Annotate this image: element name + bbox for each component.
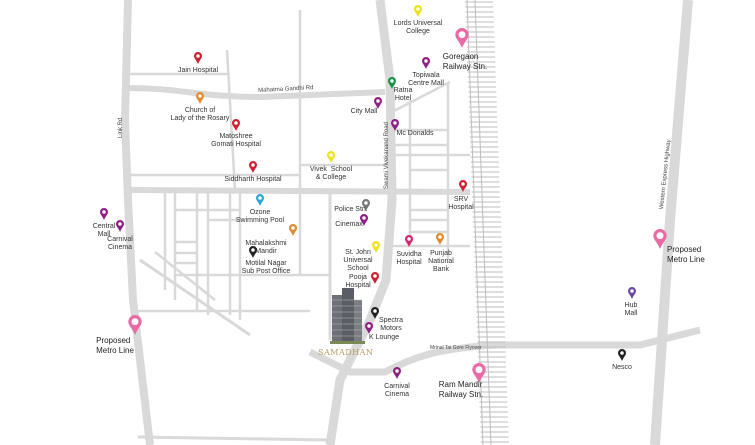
nesco-label: Nesco bbox=[612, 364, 632, 371]
map-marker-icon bbox=[388, 77, 396, 89]
map-marker-icon bbox=[249, 246, 257, 258]
motilal-nagar-sub-post-office-label: Motilal Nagar Sub Post Office bbox=[241, 260, 291, 275]
proposed-metro-line-west-label: Proposed Metro Line bbox=[96, 336, 134, 355]
central-mall-label: Central Mall bbox=[92, 223, 116, 238]
map-marker-icon bbox=[618, 349, 626, 361]
map-marker-icon bbox=[371, 272, 379, 284]
cinemax-pin-icon[interactable] bbox=[360, 213, 368, 231]
map-marker-icon bbox=[196, 92, 204, 104]
map-marker-icon bbox=[100, 208, 108, 220]
map-marker-icon bbox=[653, 229, 667, 249]
lords-universal-college-pin-icon[interactable] bbox=[414, 4, 422, 22]
police-stn-pin-icon[interactable] bbox=[362, 198, 370, 216]
carnival-cinema-east-label: Carnival Cinema bbox=[384, 383, 410, 398]
goregaon-railway-stn-label: Goregaon Railway Stn. bbox=[442, 52, 488, 71]
city-mall-pin-icon[interactable] bbox=[374, 96, 382, 114]
map-marker-icon bbox=[374, 97, 382, 109]
ozone-swimming-pool-label: Ozone Swimming Pool bbox=[235, 209, 285, 224]
map-marker-icon bbox=[414, 5, 422, 17]
map-marker-icon bbox=[472, 363, 486, 383]
ozone-swimming-pool-pin-icon[interactable] bbox=[256, 193, 264, 211]
map-marker-icon bbox=[362, 199, 370, 211]
nesco-pin-icon[interactable] bbox=[618, 348, 626, 366]
map-marker-icon bbox=[256, 194, 264, 206]
spectra-motors-label: Spectra Motors bbox=[378, 317, 404, 332]
siddharth-hospital-label: Siddharth Hospital bbox=[224, 176, 282, 183]
map-marker-icon bbox=[459, 180, 467, 192]
matoshree-gomati-hospital-label: Matoshree Gomati Hospital bbox=[211, 133, 261, 148]
road-label-mrinal-tai-gore-flyover: Mrinal Tai Gore Flyover bbox=[430, 345, 482, 351]
central-mall-pin-icon[interactable] bbox=[100, 207, 108, 225]
map-marker-icon bbox=[405, 235, 413, 247]
jain-hospital-label: Jain Hospital bbox=[177, 67, 219, 74]
carnival-cinema-east-pin-icon[interactable] bbox=[393, 366, 401, 384]
church-of-lady-of-the-rosary-pin-icon[interactable] bbox=[196, 91, 204, 109]
ratna-hotel-label: Ratna Hotel bbox=[393, 87, 413, 102]
map-marker-icon bbox=[436, 233, 444, 245]
topiwala-centre-mall-pin-icon[interactable] bbox=[422, 56, 430, 74]
map-marker-icon bbox=[393, 367, 401, 379]
st-john-universal-school-pin-icon[interactable] bbox=[372, 240, 380, 258]
map-marker-icon bbox=[455, 28, 469, 48]
railway-track bbox=[465, 0, 509, 445]
ratna-hotel-pin-icon[interactable] bbox=[388, 76, 396, 94]
hub-mall-pin-icon[interactable] bbox=[628, 286, 636, 304]
suvidha-hospital-label: Suvidha Hospital bbox=[396, 251, 422, 266]
punjab-national-bank-label: Punjab National Bank bbox=[428, 250, 454, 273]
proposed-metro-line-west-pin-icon[interactable] bbox=[128, 315, 142, 340]
carnival-cinema-west-pin-icon[interactable] bbox=[116, 219, 124, 237]
ram-mandir-railway-stn-pin-icon[interactable] bbox=[472, 363, 486, 388]
spectra-motors-pin-icon[interactable] bbox=[371, 306, 379, 324]
srv-hospital-label: SRV Hospital bbox=[448, 196, 474, 211]
map-marker-icon bbox=[194, 52, 202, 64]
srv-hospital-pin-icon[interactable] bbox=[459, 179, 467, 197]
city-mall-label: City Mall bbox=[350, 108, 378, 115]
motilal-nagar-sub-post-office-pin-icon[interactable] bbox=[249, 245, 257, 263]
project-name-samadhan: SAMADHAN bbox=[318, 348, 374, 357]
police-stn-label: Police Stn. bbox=[334, 206, 368, 213]
samadhan-building bbox=[330, 288, 365, 344]
map-marker-icon bbox=[116, 220, 124, 232]
hub-mall-label: Hub Mall bbox=[624, 302, 638, 317]
suvidha-hospital-pin-icon[interactable] bbox=[405, 234, 413, 252]
cinemax-label: Cinemax bbox=[335, 221, 363, 228]
pooja-hospital-label: Pooja Hospital bbox=[345, 274, 371, 289]
jain-hospital-pin-icon[interactable] bbox=[194, 51, 202, 69]
map-marker-icon bbox=[232, 119, 240, 131]
lords-universal-college-label: Lords Universal College bbox=[393, 20, 443, 35]
st-john-universal-school-label: St. John Universal School bbox=[343, 249, 373, 272]
map-marker-icon bbox=[360, 214, 368, 226]
map-marker-icon bbox=[289, 224, 297, 236]
map-marker-icon bbox=[391, 119, 399, 131]
vivek-school-college-pin-icon[interactable] bbox=[327, 150, 335, 168]
pooja-hospital-pin-icon[interactable] bbox=[371, 271, 379, 289]
matoshree-gomati-hospital-pin-icon[interactable] bbox=[232, 118, 240, 136]
carnival-cinema-west-label: Carnival Cinema bbox=[107, 236, 133, 251]
mahalakshmi-mandir-pin-icon[interactable] bbox=[289, 223, 297, 241]
map-marker-icon bbox=[365, 322, 373, 334]
ram-mandir-railway-stn-label: Ram Mandir Railway Stn. bbox=[438, 380, 484, 399]
goregaon-railway-stn-pin-icon[interactable] bbox=[455, 28, 469, 53]
map-marker-icon bbox=[249, 161, 257, 173]
mc-donalds-label: Mc Donalds bbox=[396, 130, 434, 137]
topiwala-centre-mall-label: Topiwala Centre Mall bbox=[408, 72, 444, 87]
mc-donalds-pin-icon[interactable] bbox=[391, 118, 399, 136]
map-marker-icon bbox=[372, 241, 380, 253]
map-marker-icon bbox=[422, 57, 430, 69]
k-lounge-pin-icon[interactable] bbox=[365, 321, 373, 339]
punjab-national-bank-pin-icon[interactable] bbox=[436, 232, 444, 250]
proposed-metro-line-east-pin-icon[interactable] bbox=[653, 229, 667, 254]
mahalakshmi-mandir-label: Mahalakshmi Mandir bbox=[245, 240, 287, 255]
map-marker-icon bbox=[327, 151, 335, 163]
vivek-school-college-label: Vivek School & College bbox=[309, 166, 353, 181]
map-marker-icon bbox=[371, 307, 379, 319]
map-marker-icon bbox=[128, 315, 142, 335]
k-lounge-label: K Lounge bbox=[369, 334, 399, 341]
road-label-link-rd: Link Rd bbox=[118, 117, 124, 138]
church-of-lady-of-the-rosary-label: Church of Lady of the Rosary bbox=[170, 107, 230, 122]
road-label-swami-vivekanand-road: Swami Vivekanand Road bbox=[384, 122, 390, 189]
proposed-metro-line-east-label: Proposed Metro Line bbox=[667, 245, 705, 264]
siddharth-hospital-pin-icon[interactable] bbox=[249, 160, 257, 178]
map-marker-icon bbox=[628, 287, 636, 299]
